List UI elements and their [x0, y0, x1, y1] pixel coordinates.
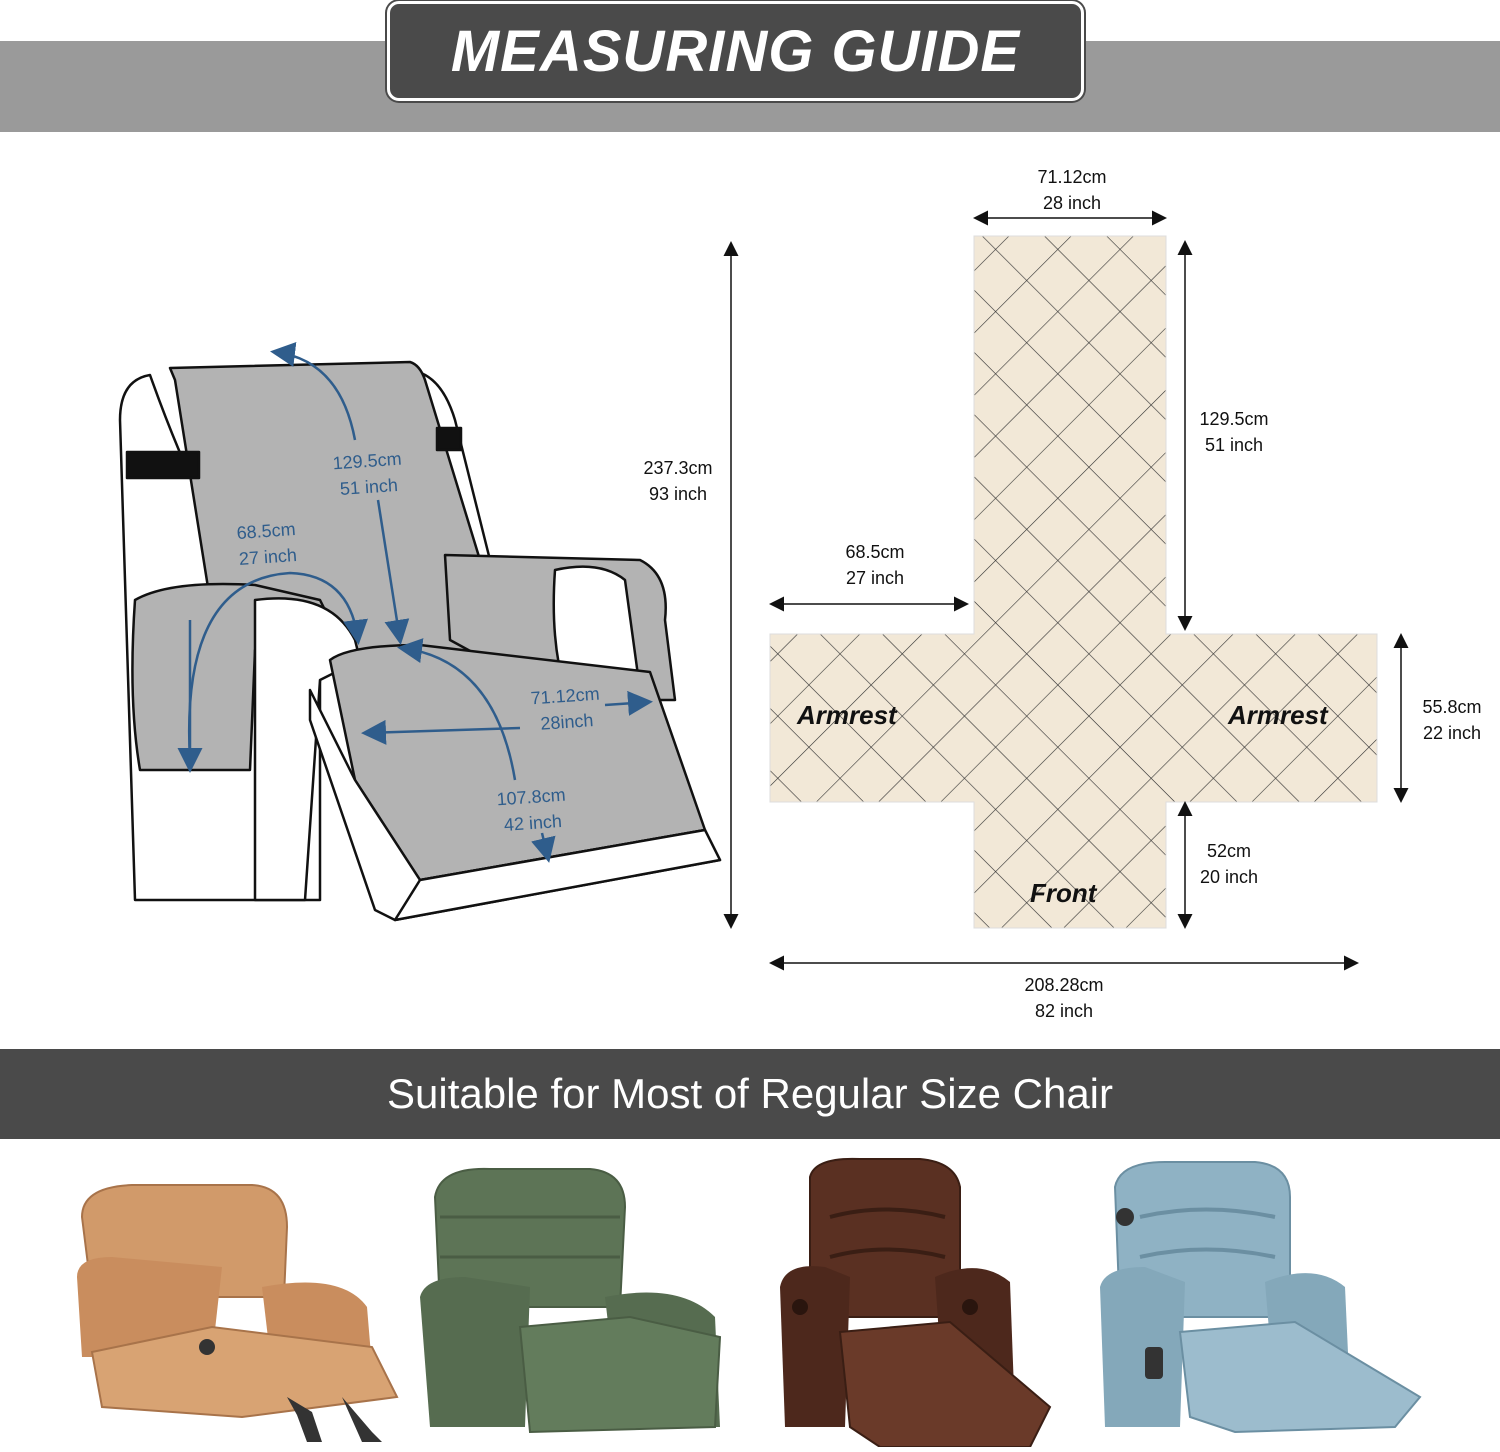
layout-dimension-arrows [769, 210, 1409, 971]
left-armrest-label: Armrest [797, 700, 897, 730]
brown-recliner-image [770, 1157, 1110, 1448]
chair-measure-arrows [177, 342, 653, 863]
diagram-drawing [118, 210, 1409, 971]
layout-cross-shape [769, 235, 1378, 929]
chair-outline [118, 360, 722, 922]
green-recliner-image [420, 1157, 760, 1447]
banner-text: Suitable for Most of Regular Size Chair [387, 1070, 1113, 1117]
tan-recliner-image [72, 1157, 412, 1447]
right-armrest-label: Armrest [1228, 700, 1328, 730]
blue-recliner-image [1095, 1157, 1435, 1447]
front-label: Front [1030, 878, 1097, 908]
compatibility-banner: Suitable for Most of Regular Size Chair [0, 1049, 1500, 1139]
chair-examples [0, 1139, 1500, 1449]
title-box: MEASURING GUIDE [387, 1, 1084, 101]
page-title: MEASURING GUIDE [450, 18, 1021, 84]
